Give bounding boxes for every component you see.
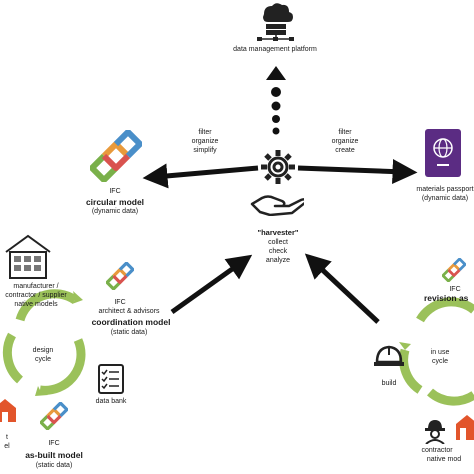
harvester-action-analyze: analyze [265, 257, 291, 264]
right-arrow-text-organize: organize [331, 138, 359, 145]
harvester-title: "harvester" [257, 228, 299, 237]
build-label: build [381, 380, 397, 387]
left-arrow-text-simplify: simplify [193, 147, 217, 154]
hard-hat-icon [372, 342, 406, 372]
circular-ifc-prefix: IFC [109, 188, 121, 195]
ifc-logo-icon [39, 401, 69, 431]
ifc-logo-icon [105, 261, 135, 291]
gear-icon [258, 147, 298, 187]
ifc-logo-icon [89, 129, 143, 183]
ifc-logo-icon [441, 257, 467, 283]
passport-icon [424, 128, 462, 178]
right-arrow-text-create: create [335, 147, 355, 154]
use-cycle-line2: cycle [432, 358, 448, 365]
hand-icon [250, 190, 308, 217]
asbuilt-model-title: as-built model [25, 450, 83, 460]
contractor-line1: contractor [421, 447, 453, 454]
coordination-model-subtitle: (static data) [110, 329, 148, 336]
dotted-upward-arrow [266, 66, 286, 135]
revision-model-title: revision as [424, 293, 469, 303]
data-bank-label: data bank [95, 398, 127, 405]
passport-subtitle: (dynamic data) [421, 195, 469, 202]
contractor-line2: native mod [426, 456, 462, 463]
native-models-line1: manufacturer / [13, 283, 59, 290]
circular-model-subtitle: (dynamic data) [91, 208, 139, 215]
coordination-authors: architect & advisors [98, 308, 160, 315]
circular-model-title: circular model [85, 197, 145, 207]
revision-arrow [304, 253, 380, 324]
storage-house-icon [4, 234, 52, 280]
use-cycle-line1: in use [430, 349, 450, 356]
design-cycle-line2: cycle [35, 356, 51, 363]
asbuilt-model-subtitle: (static data) [35, 462, 73, 469]
checklist-icon [98, 364, 124, 394]
left-edge-fragment-2: el [4, 443, 10, 450]
left-edge-fragment-1: t [6, 434, 8, 441]
design-cycle-line1: design [32, 347, 54, 354]
passport-title: materials passport [416, 186, 474, 193]
coordination-model-title: coordination model [91, 317, 171, 327]
right-arrow [297, 159, 418, 185]
harvester-action-check: check [268, 248, 288, 255]
house-icon [0, 398, 16, 422]
native-models-line2: contractor / supplier [5, 292, 67, 299]
worker-icon [422, 418, 448, 445]
harvester-action-collect: collect [268, 239, 288, 246]
left-arrow-text-organize: organize [191, 138, 219, 145]
coordination-ifc-prefix: IFC [114, 299, 126, 306]
revision-ifc-prefix: IFC [449, 286, 461, 293]
platform-label: data management platform [233, 46, 317, 53]
asbuilt-ifc-prefix: IFC [48, 440, 60, 447]
right-arrow-text-filter: filter [338, 129, 352, 136]
use-cycle-ring [399, 297, 474, 406]
left-arrow [142, 163, 259, 189]
design-cycle-ring [2, 289, 86, 396]
left-arrow-text-filter: filter [198, 129, 212, 136]
server-network-icon [254, 2, 298, 42]
house-icon [456, 414, 474, 440]
native-models-line3: native models [14, 301, 58, 308]
coordination-arrow [170, 254, 253, 315]
